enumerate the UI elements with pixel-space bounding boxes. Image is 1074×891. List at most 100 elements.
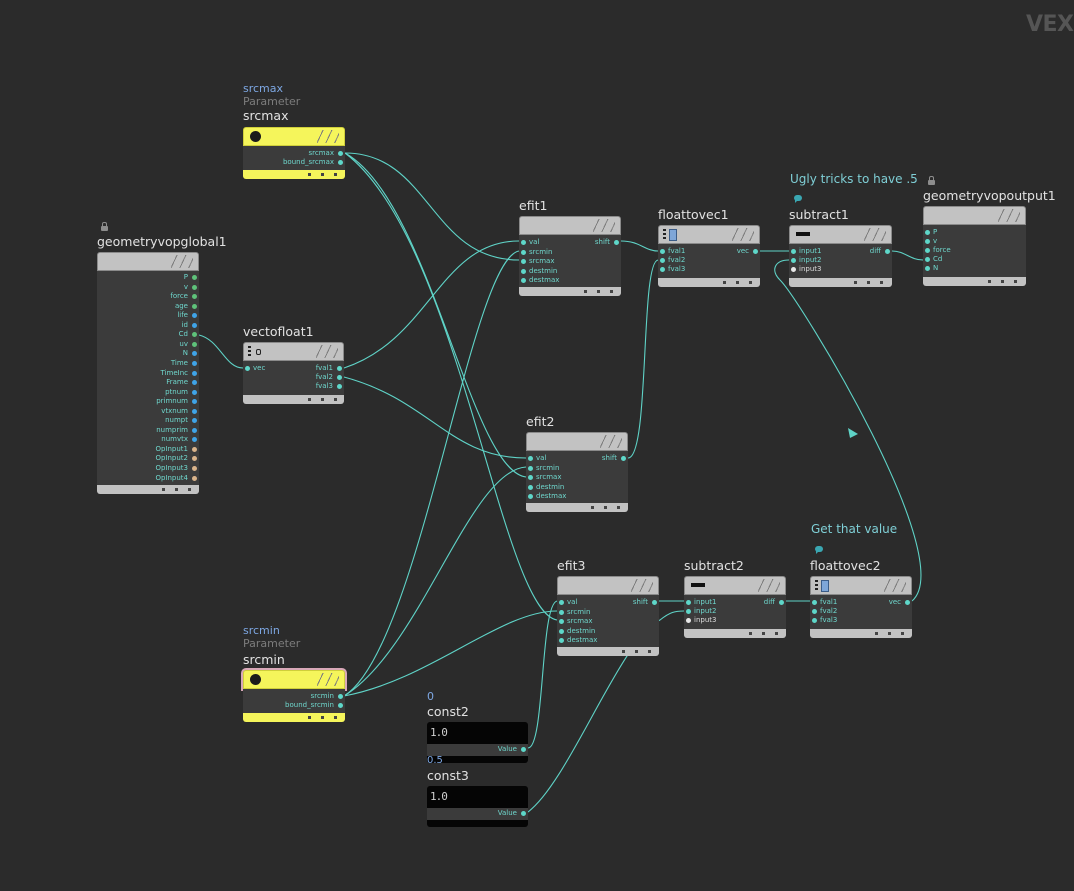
output-port[interactable]: ptnum	[165, 388, 197, 398]
output-port[interactable]: primnum	[156, 397, 197, 407]
input-port[interactable]: v	[925, 237, 937, 247]
input-port[interactable]: destmax	[528, 492, 566, 502]
output-port[interactable]: age	[175, 302, 197, 312]
output-port[interactable]: numpt	[165, 416, 197, 426]
output-port[interactable]: fval2	[316, 373, 342, 383]
input-port[interactable]: fval3	[660, 265, 685, 275]
output-port[interactable]: v	[184, 283, 197, 293]
node-header[interactable]	[557, 576, 659, 595]
node-header[interactable]	[923, 206, 1026, 225]
srcmin-node[interactable]: srcmin srcmin bound_srcmin	[243, 652, 345, 723]
node-header[interactable]	[526, 432, 628, 451]
node-header[interactable]	[243, 670, 345, 689]
input-port[interactable]: destmin	[521, 267, 557, 277]
output-port[interactable]: vec	[889, 598, 910, 608]
output-port[interactable]: shift	[633, 598, 657, 608]
input-port[interactable]: N	[925, 264, 938, 274]
node-header[interactable]	[243, 342, 344, 361]
output-port[interactable]: vec	[737, 247, 758, 257]
output-port[interactable]: shift	[602, 454, 626, 464]
floattovec2-node[interactable]: floattovec2 fval1 fval2 fval3 vec	[810, 558, 912, 638]
floattovec1-node[interactable]: floattovec1 fval1 fval2 fval3 vec	[658, 207, 760, 287]
input-port[interactable]: srcmax	[559, 617, 592, 627]
input-port[interactable]: P	[925, 228, 937, 238]
output-port[interactable]: Cd	[179, 330, 197, 340]
output-port[interactable]: OpInput1	[155, 445, 197, 455]
input-port[interactable]: srcmin	[528, 464, 559, 474]
input-port[interactable]: force	[925, 246, 951, 256]
input-port[interactable]: vec	[245, 364, 265, 374]
input-port[interactable]: val	[528, 454, 546, 464]
subtract1-node[interactable]: subtract1 input1 input2 input3 diff	[789, 207, 892, 287]
output-port[interactable]: fval3	[316, 382, 342, 392]
input-port[interactable]: fval2	[660, 256, 685, 266]
input-port[interactable]: destmin	[559, 627, 595, 637]
output-port[interactable]: numvtx	[161, 435, 197, 445]
input-port[interactable]: destmax	[559, 636, 597, 646]
output-port[interactable]: OpInput3	[155, 464, 197, 474]
srcmax-node[interactable]: srcmax srcmax bound_srcmax	[243, 108, 345, 180]
input-port[interactable]: input2	[686, 607, 716, 617]
vectofloat1-node[interactable]: vectofloat1 vec fval1 fval2 fval3	[243, 324, 344, 404]
output-port[interactable]: uv	[179, 340, 197, 350]
output-port[interactable]: bound_srcmax	[283, 158, 343, 168]
input-port[interactable]: input1	[686, 598, 716, 608]
output-port[interactable]: numprim	[156, 426, 197, 436]
output-port[interactable]: Time	[171, 359, 197, 369]
output-port[interactable]: fval1	[316, 364, 342, 374]
output-port[interactable]: P	[184, 273, 197, 283]
input-port[interactable]: srcmax	[521, 257, 554, 267]
wire	[891, 250, 924, 261]
const-display[interactable]: 1.0	[427, 722, 528, 744]
output-port[interactable]: vtxnum	[161, 407, 197, 417]
input-port[interactable]: srcmax	[528, 473, 561, 483]
output-port[interactable]: OpInput4	[155, 474, 197, 484]
node-header[interactable]	[810, 576, 912, 595]
output-port[interactable]: Frame	[166, 378, 197, 388]
node-header[interactable]	[684, 576, 786, 595]
node-header[interactable]	[243, 127, 345, 146]
input-port[interactable]: input3	[686, 616, 716, 626]
input-port[interactable]: Cd	[925, 255, 942, 265]
input-port[interactable]: fval3	[812, 616, 837, 626]
const2-node[interactable]: const2 1.0 Value 0.5	[427, 704, 528, 766]
geometryvopoutput1-node[interactable]: geometryvopoutput1 P v force Cd N	[923, 188, 1056, 287]
input-port[interactable]: fval1	[812, 598, 837, 608]
input-port[interactable]: destmax	[521, 276, 559, 286]
output-port[interactable]: force	[170, 292, 197, 302]
output-port[interactable]: bound_srcmin	[285, 701, 343, 711]
output-port[interactable]: life	[177, 311, 197, 321]
subtract2-node[interactable]: subtract2 input1 input2 input3 diff	[684, 558, 786, 638]
node-header[interactable]	[789, 225, 892, 244]
output-port[interactable]: OpInput2	[155, 454, 197, 464]
const-display[interactable]: 1.0	[427, 786, 528, 808]
input-port[interactable]: srcmin	[559, 608, 590, 618]
output-port[interactable]: shift	[595, 238, 619, 248]
const3-node[interactable]: const3 1.0 Value	[427, 768, 528, 830]
node-header[interactable]	[519, 216, 621, 235]
input-port[interactable]: input3	[791, 265, 821, 275]
node-header[interactable]	[97, 252, 199, 271]
input-port[interactable]: input1	[791, 247, 821, 257]
output-port[interactable]: diff	[764, 598, 784, 608]
input-port[interactable]: fval2	[812, 607, 837, 617]
output-port[interactable]: srcmin	[311, 692, 343, 702]
node-header[interactable]	[658, 225, 760, 244]
input-port[interactable]: input2	[791, 256, 821, 266]
output-port[interactable]: diff	[870, 247, 890, 257]
output-port[interactable]: id	[182, 321, 197, 331]
input-port[interactable]: destmin	[528, 483, 564, 493]
input-port[interactable]: val	[521, 238, 539, 248]
input-port[interactable]: val	[559, 598, 577, 608]
output-port[interactable]: Value	[498, 809, 526, 819]
input-port[interactable]: srcmin	[521, 248, 552, 258]
output-port[interactable]: TimeInc	[161, 369, 197, 379]
input-port[interactable]: fval1	[660, 247, 685, 257]
output-port[interactable]: N	[183, 349, 197, 359]
output-port[interactable]: srcmax	[309, 149, 343, 159]
output-port[interactable]: Value	[498, 745, 526, 755]
